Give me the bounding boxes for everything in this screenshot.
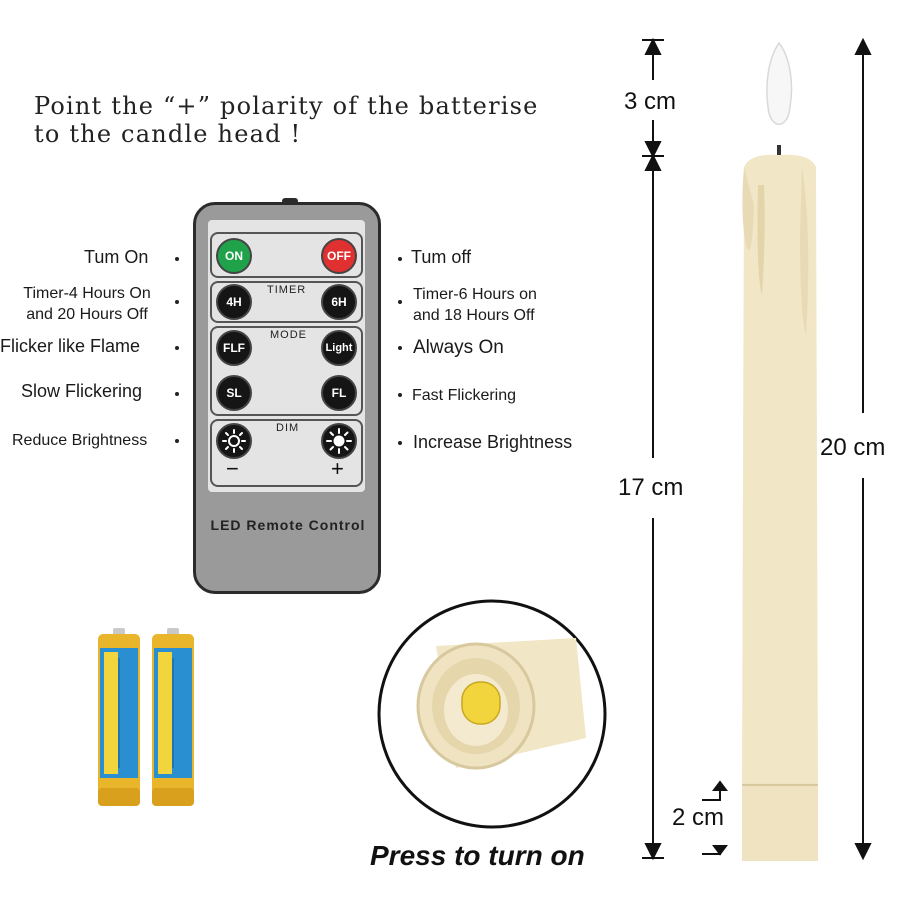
leader-dot bbox=[175, 439, 179, 443]
leader-dot bbox=[398, 346, 402, 350]
battery-right bbox=[152, 628, 194, 806]
leader-dot bbox=[398, 393, 402, 397]
label-timer-4h-line2: and 20 Hours Off bbox=[26, 306, 148, 323]
label-flicker-flame: Flicker like Flame bbox=[0, 336, 141, 356]
candle-base bbox=[742, 783, 818, 861]
timer-4h-button[interactable]: 4H bbox=[216, 284, 252, 320]
leader-dot bbox=[175, 392, 179, 396]
dimension-total: 20 cm bbox=[820, 434, 886, 461]
leader-dot bbox=[175, 346, 179, 350]
label-turn-off: Tum off bbox=[411, 247, 472, 267]
dim-group bbox=[210, 419, 363, 487]
label-reduce-brightness: Reduce Brightness bbox=[12, 432, 148, 449]
flicker-flame-button[interactable]: FLF bbox=[216, 330, 252, 366]
reduce-brightness-button[interactable] bbox=[216, 423, 252, 459]
dimension-lines bbox=[642, 38, 872, 861]
instruction-headline: Point the “+” polarity of the batterise … bbox=[34, 92, 539, 148]
mode-group bbox=[210, 326, 363, 416]
on-button[interactable]: ON bbox=[216, 238, 252, 274]
leader-dot bbox=[398, 257, 402, 261]
off-button[interactable]: OFF bbox=[321, 238, 357, 274]
dim-minus-sign: − bbox=[226, 456, 239, 481]
leader-dot bbox=[175, 300, 179, 304]
remote-model-label: LED Remote Control bbox=[210, 517, 366, 533]
candle-body bbox=[742, 154, 818, 785]
dim-sun-icon bbox=[222, 429, 246, 453]
label-always-on: Always On bbox=[413, 337, 504, 358]
dimension-body: 17 cm bbox=[618, 474, 684, 501]
label-fast-flicker: Fast Flickering bbox=[412, 387, 517, 404]
mode-group-title: MODE bbox=[270, 329, 307, 341]
remote-ir-emitter bbox=[282, 198, 298, 204]
dim-plus-sign: + bbox=[331, 456, 344, 481]
press-caption: Press to turn on bbox=[370, 840, 585, 871]
leader-dot bbox=[398, 441, 402, 445]
power-group bbox=[210, 232, 363, 278]
timer-group-title: TIMER bbox=[267, 284, 307, 296]
leader-dot bbox=[398, 300, 402, 304]
headline-line-1: Point the “+” polarity of the batterise bbox=[34, 92, 539, 120]
dim-group-title: DIM bbox=[276, 422, 300, 434]
dimension-flame: 3 cm bbox=[624, 88, 677, 115]
label-timer-4h-line1: Timer-4 Hours On bbox=[23, 285, 151, 302]
label-timer-6h: Timer-6 Hours on and 18 Hours Off bbox=[413, 284, 537, 326]
flame-icon bbox=[766, 41, 793, 125]
candle-wick bbox=[777, 145, 781, 159]
label-slow-flicker: Slow Flickering bbox=[21, 381, 143, 401]
slow-flicker-button[interactable]: SL bbox=[216, 375, 252, 411]
leader-dot bbox=[175, 257, 179, 261]
label-timer-6h-line2: and 18 Hours Off bbox=[413, 307, 535, 324]
always-on-button[interactable]: Light bbox=[321, 330, 357, 366]
bright-sun-icon bbox=[326, 428, 352, 454]
label-increase-brightness: Increase Brightness bbox=[413, 432, 573, 452]
label-timer-6h-line1: Timer-6 Hours on bbox=[413, 286, 537, 303]
timer-6h-button[interactable]: 6H bbox=[321, 284, 357, 320]
power-switch-icon bbox=[461, 681, 501, 725]
switch-zoom-circle bbox=[377, 599, 607, 829]
increase-brightness-button[interactable] bbox=[321, 423, 357, 459]
fast-flicker-button[interactable]: FL bbox=[321, 375, 357, 411]
label-timer-4h: Timer-4 Hours On and 20 Hours Off bbox=[8, 283, 166, 325]
candle-illustration bbox=[742, 41, 818, 861]
dimension-base: 2 cm bbox=[672, 804, 725, 831]
batteries-illustration bbox=[98, 628, 194, 806]
battery-left bbox=[98, 628, 140, 806]
label-turn-on: Tum On bbox=[84, 247, 149, 267]
timer-group bbox=[210, 281, 363, 323]
headline-line-2: to the candle head ! bbox=[34, 120, 302, 148]
